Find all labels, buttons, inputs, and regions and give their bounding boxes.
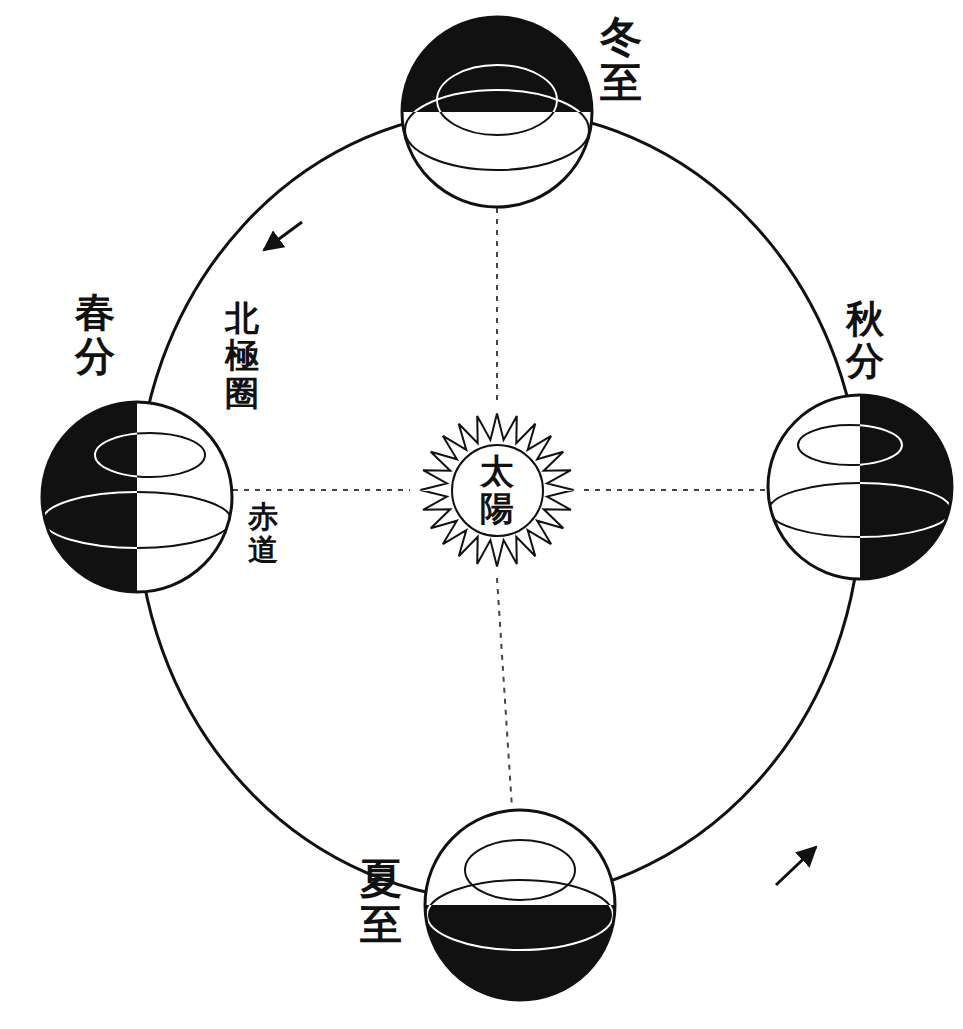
season-label: 春分 bbox=[75, 290, 115, 378]
globe-spring bbox=[40, 400, 232, 595]
sun-disc: 太陽 bbox=[451, 444, 544, 537]
sun-rays bbox=[421, 414, 574, 567]
circle-label: 赤道 bbox=[248, 500, 278, 566]
direction-arrows bbox=[264, 222, 816, 885]
season-label: 秋分 bbox=[846, 298, 884, 382]
circle-label: 北極圈 bbox=[225, 300, 259, 412]
season-label: 夏至 bbox=[360, 856, 402, 948]
season-label: 冬至 bbox=[600, 14, 642, 106]
axis-lines bbox=[233, 208, 767, 808]
globe-autumn bbox=[768, 393, 958, 583]
sun-label: 太陽 bbox=[480, 453, 514, 528]
globe-summer bbox=[422, 810, 622, 1003]
sun-rays bbox=[421, 414, 574, 567]
orbit bbox=[137, 110, 861, 900]
globe-winter bbox=[400, 15, 595, 207]
